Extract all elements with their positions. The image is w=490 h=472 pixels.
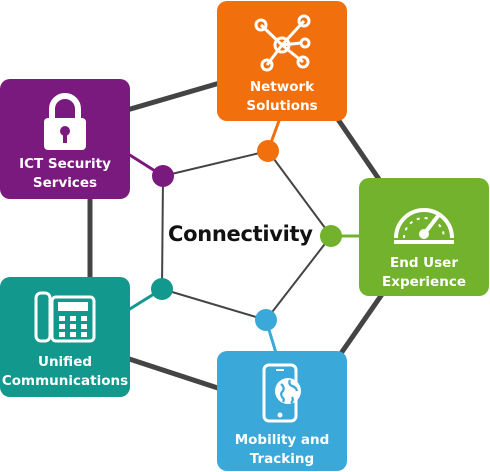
dot-unified — [151, 278, 173, 300]
inner-pentagon — [160, 149, 333, 322]
node-mobility-and-tracking: Mobility and Tracking — [217, 351, 347, 471]
node-enduser-label-line-2: Experience — [382, 274, 466, 290]
connector-security-network — [117, 77, 233, 115]
dot-security — [152, 165, 174, 187]
connector-enduser-mobility — [332, 287, 388, 365]
dot-enduser — [320, 225, 342, 247]
node-mobility-label-line-2: Tracking — [249, 451, 315, 467]
center-label: Connectivity — [168, 222, 313, 246]
node-network-label-line-1: Network — [249, 79, 315, 95]
smartphone-globe-icon — [262, 363, 301, 423]
node-security-label-line-1: ICT Security — [19, 156, 111, 172]
network-nodes-icon — [254, 14, 311, 72]
dot-network — [257, 140, 279, 162]
node-network-solutions: Network Solutions — [217, 1, 347, 121]
desk-phone-icon — [34, 291, 96, 343]
node-unified-label-line-1: Unified — [37, 354, 93, 370]
speedometer-icon — [394, 208, 454, 244]
node-unified-label-line-2: Communications — [1, 373, 129, 389]
node-network-label-line-2: Solutions — [246, 98, 318, 114]
node-ict-security-services: ICT Security Services — [0, 79, 130, 199]
padlock-icon — [44, 93, 86, 150]
outer-connectors — [87, 77, 388, 395]
node-unified-communications: Unified Communications — [0, 277, 130, 397]
node-security-label-line-2: Services — [32, 175, 98, 191]
dot-mobility — [255, 309, 277, 331]
node-mobility-label-line-1: Mobility and — [234, 432, 330, 448]
connector-mobility-unified — [117, 353, 233, 395]
connector-network-enduser — [332, 112, 388, 191]
node-end-user-experience: End User Experience — [359, 178, 489, 296]
node-enduser-label-line-1: End User — [389, 255, 458, 271]
